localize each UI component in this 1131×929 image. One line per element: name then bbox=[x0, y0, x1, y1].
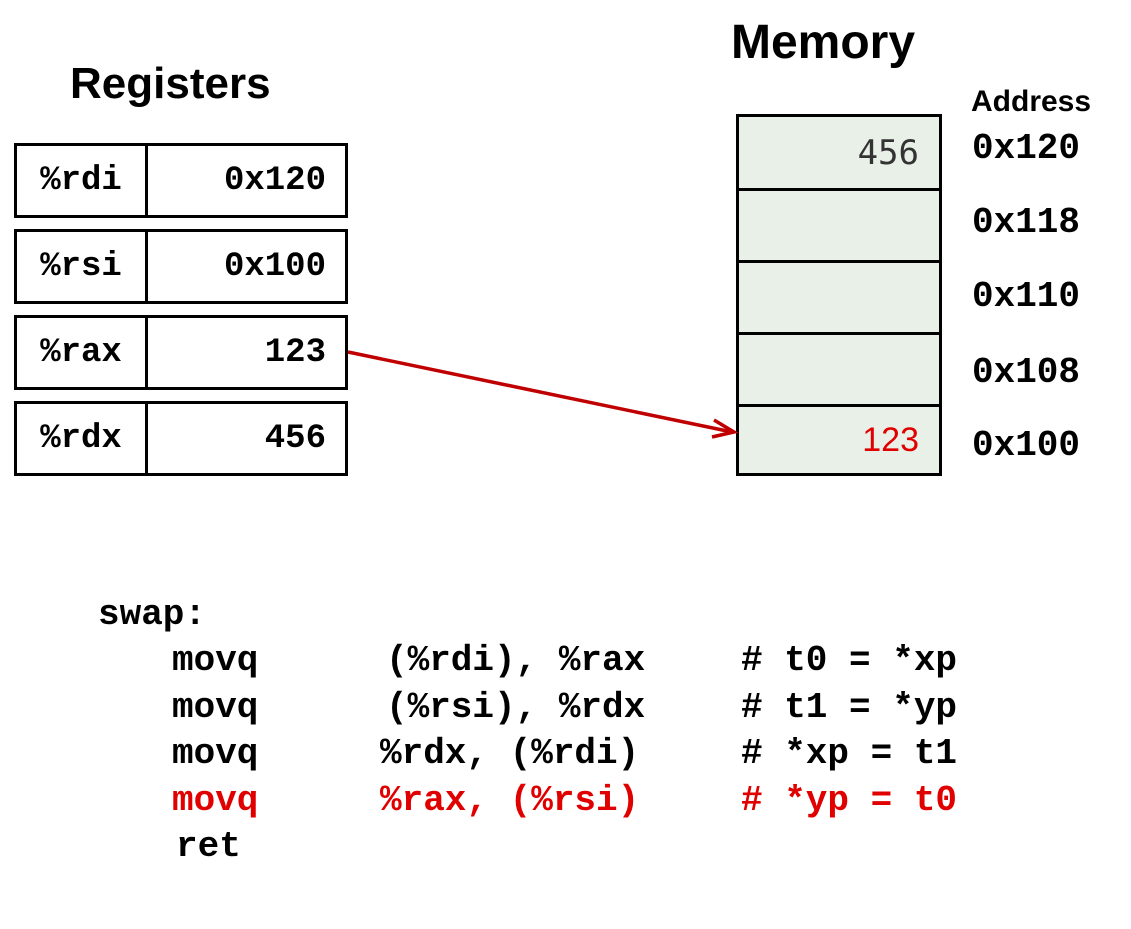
address-label: Address bbox=[971, 85, 1092, 118]
register-value: 123 bbox=[264, 333, 326, 372]
memory-cell-0x118 bbox=[739, 191, 939, 263]
code-comment: # t0 = *xp bbox=[741, 640, 958, 681]
code-line-2: movq (%rsi), %rdx # t1 = *yp bbox=[0, 690, 1131, 730]
memory-divider bbox=[739, 188, 939, 191]
code-line-5: ret bbox=[0, 829, 1131, 869]
code-line-1: movq (%rdi), %rax # t0 = *xp bbox=[0, 643, 1131, 683]
code-line-4-highlighted: movq %rax, (%rsi) # *yp = t0 bbox=[0, 783, 1131, 823]
address-0x108: 0x108 bbox=[972, 352, 1081, 393]
register-value: 456 bbox=[264, 419, 326, 458]
address-0x110: 0x110 bbox=[972, 276, 1081, 317]
register-rsi: %rsi 0x100 bbox=[14, 229, 348, 304]
code-op: movq bbox=[172, 687, 259, 728]
address-0x118: 0x118 bbox=[972, 202, 1081, 243]
code-args: %rdx, (%rdi) bbox=[380, 733, 640, 774]
memory-divider bbox=[739, 332, 939, 335]
code-args: (%rdi), %rax bbox=[386, 640, 646, 681]
code-op: movq bbox=[172, 780, 259, 821]
register-rdi: %rdi 0x120 bbox=[14, 143, 348, 218]
memory-cell-0x100: 123 bbox=[862, 420, 919, 459]
code-line-3: movq %rdx, (%rdi) # *xp = t1 bbox=[0, 736, 1131, 776]
memory-divider bbox=[739, 404, 939, 407]
code-label: swap: bbox=[98, 594, 207, 635]
address-0x120: 0x120 bbox=[972, 128, 1081, 169]
code-comment: # *xp = t1 bbox=[741, 733, 958, 774]
code-comment: # t1 = *yp bbox=[741, 687, 958, 728]
code-comment: # *yp = t0 bbox=[741, 780, 958, 821]
memory-title: Memory bbox=[731, 16, 916, 69]
arrowhead-icon bbox=[711, 418, 739, 439]
memory-divider bbox=[739, 260, 939, 263]
register-rdx: %rdx 456 bbox=[14, 401, 348, 476]
memory-cell-0x120: 456 bbox=[857, 133, 919, 173]
code-op: movq bbox=[172, 733, 259, 774]
register-value: 0x120 bbox=[223, 161, 326, 200]
code-args: (%rsi), %rdx bbox=[386, 687, 646, 728]
address-0x100: 0x100 bbox=[972, 425, 1081, 466]
arrow-line bbox=[347, 350, 733, 434]
register-name: %rsi bbox=[17, 232, 148, 301]
register-value: 0x100 bbox=[223, 247, 326, 286]
registers-title: Registers bbox=[70, 59, 271, 108]
code-args: %rax, (%rsi) bbox=[380, 780, 640, 821]
register-name: %rdi bbox=[17, 146, 148, 215]
memory-cell-0x110 bbox=[739, 263, 939, 335]
code-op: movq bbox=[172, 640, 259, 681]
register-name: %rdx bbox=[17, 404, 148, 473]
code-op: ret bbox=[176, 826, 241, 867]
register-rax: %rax 123 bbox=[14, 315, 348, 390]
memory-block: 456 123 bbox=[736, 114, 942, 476]
memory-cell-0x108 bbox=[739, 335, 939, 407]
register-name: %rax bbox=[17, 318, 148, 387]
